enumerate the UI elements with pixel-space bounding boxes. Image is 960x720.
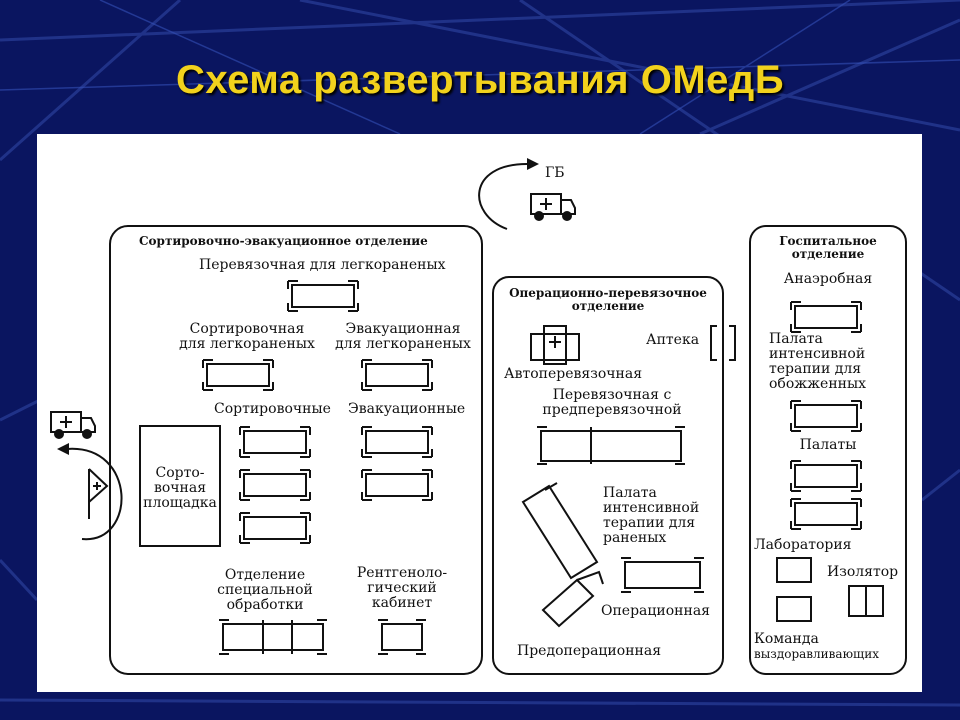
gb-arrow: [478, 163, 528, 230]
label-evac-light-2: для легкораненых: [335, 336, 471, 352]
label-gb: ГБ: [545, 165, 565, 181]
pharmacy-icon: [710, 325, 736, 361]
tent-ward-2: [790, 498, 862, 530]
label-sort-area-2: вочная: [153, 480, 207, 496]
label-xray-1: Рентгеноло-: [356, 565, 448, 581]
label-pharmacy: Аптека: [646, 332, 700, 348]
incoming-ambulance-icon: [50, 411, 96, 439]
op-dept-title-1: Операционно-перевязочное: [509, 286, 707, 300]
tent-burn-icu: [790, 400, 862, 432]
tent-anaerobic: [790, 301, 862, 333]
sort-area-box: [139, 425, 221, 547]
tent-sorting-3: [239, 512, 311, 544]
label-xray-3: кабинет: [371, 595, 433, 611]
label-xray-2: гический: [367, 580, 437, 596]
label-icu-3: терапии для: [603, 515, 696, 531]
gb-arrowhead: [527, 158, 539, 170]
tent-dressing-light: [287, 280, 359, 312]
label-sort-area-3: площадка: [143, 495, 217, 511]
label-auto-dressing: Автоперевязочная: [504, 366, 643, 382]
preop-tent: [541, 570, 604, 628]
label-dressing-pre-2: предперевязочной: [542, 402, 682, 418]
hosp-dept-frame: [749, 225, 907, 675]
tent-evac-light: [361, 359, 433, 391]
label-lab: Лаборатория: [754, 537, 852, 553]
label-recovery-1: Команда: [754, 631, 819, 647]
incoming-arrow: [66, 447, 123, 541]
tent-sorting-light: [202, 359, 274, 391]
isolator-icon: [848, 585, 884, 617]
label-icu-4: раненых: [603, 530, 667, 546]
tent-evac-2: [361, 469, 433, 501]
hosp-dept-title-2: отделение: [791, 247, 865, 261]
icu-tent: [521, 482, 599, 580]
tent-sorting-2: [239, 469, 311, 501]
dressing-pre-tent: [537, 426, 685, 465]
label-special-2: специальной: [217, 582, 313, 598]
op-dept-title-2: отделение: [571, 299, 645, 313]
special-processing-tent: [219, 619, 327, 655]
slide-title: Схема развертывания ОМедБ: [175, 58, 785, 102]
tent-sorting-1: [239, 426, 311, 458]
operating-tent: [621, 557, 704, 593]
label-icu-2: интенсивной: [603, 500, 700, 516]
tent-evac-1: [361, 426, 433, 458]
label-evac-light-1: Эвакуационная: [345, 321, 461, 337]
label-icu-1: Палата: [603, 485, 657, 501]
diagram-panel: Сортировочно-эвакуационное отделение Пер…: [37, 134, 922, 692]
hosp-dept-title-1: Госпитальное: [779, 234, 877, 248]
diagram-graphics: [50, 158, 907, 675]
label-burn-icu-3: терапии для: [769, 361, 862, 377]
flag-icon: [88, 468, 109, 519]
tent-ward-1: [790, 460, 862, 492]
label-sorting-light-2: для легкораненых: [179, 336, 315, 352]
label-dressing-pre-1: Перевязочная с: [552, 387, 672, 403]
label-burn-icu-1: Палата: [769, 331, 823, 347]
label-wards: Палаты: [799, 437, 857, 453]
label-anaerobic: Анаэробная: [783, 271, 873, 287]
label-sorting-light-1: Сортировочная: [189, 321, 305, 337]
label-burn-icu-4: обожженных: [769, 376, 867, 392]
label-operating: Операционная: [601, 603, 711, 619]
label-sorting: Сортировочные: [214, 401, 331, 417]
sort-evac-dept-frame: [109, 225, 483, 675]
label-special-3: обработки: [226, 597, 304, 613]
op-dept-frame: [492, 276, 724, 675]
label-dressing-light: Перевязочная для легкораненых: [199, 257, 446, 273]
incoming-arrowhead: [57, 443, 69, 455]
auto-dressing-icon: [530, 325, 580, 365]
sort-evac-dept-title: Сортировочно-эвакуационное отделение: [139, 234, 428, 248]
label-special-1: Отделение: [224, 567, 306, 583]
lab-tents: [776, 557, 812, 622]
xray-tent: [378, 619, 426, 655]
label-recovery-2: выздоравливающих: [754, 647, 879, 661]
label-sort-area-1: Сорто-: [155, 465, 205, 481]
label-burn-icu-2: интенсивной: [769, 346, 866, 362]
gb-ambulance-icon: [530, 193, 576, 221]
label-isolator: Изолятор: [827, 564, 899, 580]
label-preop: Предоперационная: [517, 643, 662, 659]
label-evac: Эвакуационные: [348, 401, 466, 417]
